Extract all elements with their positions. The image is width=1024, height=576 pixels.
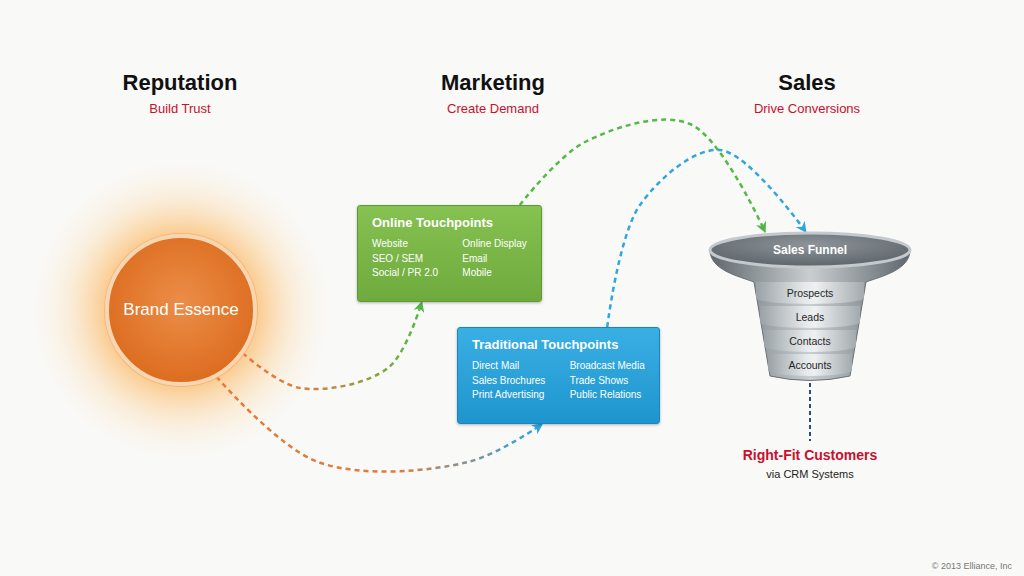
channel-item: Email (462, 252, 527, 266)
node-text: Brand Essence (123, 300, 238, 320)
outcome-label: Right-Fit Customers (743, 447, 878, 463)
label-holder: Right-Fit Customers (660, 446, 960, 464)
column-heading: Sales (778, 70, 836, 96)
label-holder: Create Demand (343, 99, 643, 117)
column-subheading: Drive Conversions (754, 101, 860, 116)
funnel-body (710, 250, 910, 381)
channel-item: Direct Mail (472, 359, 546, 373)
dashed-connector (520, 120, 765, 232)
channel-item: Trade Shows (570, 374, 645, 388)
dashed-connector (243, 302, 422, 389)
crm-leader-line (809, 383, 811, 441)
copyright-note: © 2013 Elliance, Inc (932, 561, 1012, 571)
label-holder: © 2013 Elliance, Inc (712, 555, 1012, 573)
node-text: Contacts (789, 335, 830, 347)
channel-list: WebsiteSEO / SEMSocial / PR 2.0 Online Di… (372, 237, 527, 280)
column-subheading: Create Demand (447, 101, 539, 116)
label-holder: Marketing (343, 70, 643, 96)
channel-item: Website (372, 237, 438, 251)
brand-circle: Brand Essence (105, 234, 256, 385)
sales-funnel: Sales FunnelProspectsLeadsContactsAccoun… (708, 232, 912, 382)
channel-item: Online Display (462, 237, 527, 251)
column-subheading: Build Trust (149, 101, 210, 116)
channel-item: Print Advertising (472, 388, 546, 402)
channel-item: Public Relations (570, 388, 645, 402)
channel-item: Mobile (462, 266, 527, 280)
channel-list: Direct MailSales BrochuresPrint Advertis… (472, 359, 645, 402)
column-heading: Reputation (123, 70, 238, 96)
channel-item: Broadcast Media (570, 359, 645, 373)
touchpoint-box: Traditional TouchpointsDirect MailSales … (457, 327, 660, 424)
channel-item: SEO / SEM (372, 252, 438, 266)
column-heading: Marketing (441, 70, 545, 96)
label-holder: Build Trust (30, 99, 330, 117)
funnel-stage: Leads (760, 306, 860, 328)
node-text: Prospects (787, 287, 834, 299)
label-holder: Sales (657, 70, 957, 96)
node-text: Accounts (788, 359, 831, 371)
channel-item: Sales Brochures (472, 374, 546, 388)
label-holder: via CRM Systems (660, 464, 960, 482)
label-holder: Reputation (30, 70, 330, 96)
node-text: Leads (796, 311, 825, 323)
label-holder: Drive Conversions (657, 99, 957, 117)
outcome-note: via CRM Systems (766, 468, 853, 480)
node-text: Sales Funnel (708, 243, 912, 257)
funnel-stage: Contacts (764, 330, 856, 352)
box-heading: Traditional Touchpoints (472, 337, 645, 352)
channel-item: Social / PR 2.0 (372, 266, 438, 280)
touchpoint-box: Online TouchpointsWebsiteSEO / SEMSocial… (357, 205, 542, 302)
funnel-stage: Accounts (768, 354, 852, 376)
funnel-stage: Prospects (756, 282, 864, 304)
brand-glow (31, 160, 331, 460)
box-heading: Online Touchpoints (372, 215, 527, 230)
